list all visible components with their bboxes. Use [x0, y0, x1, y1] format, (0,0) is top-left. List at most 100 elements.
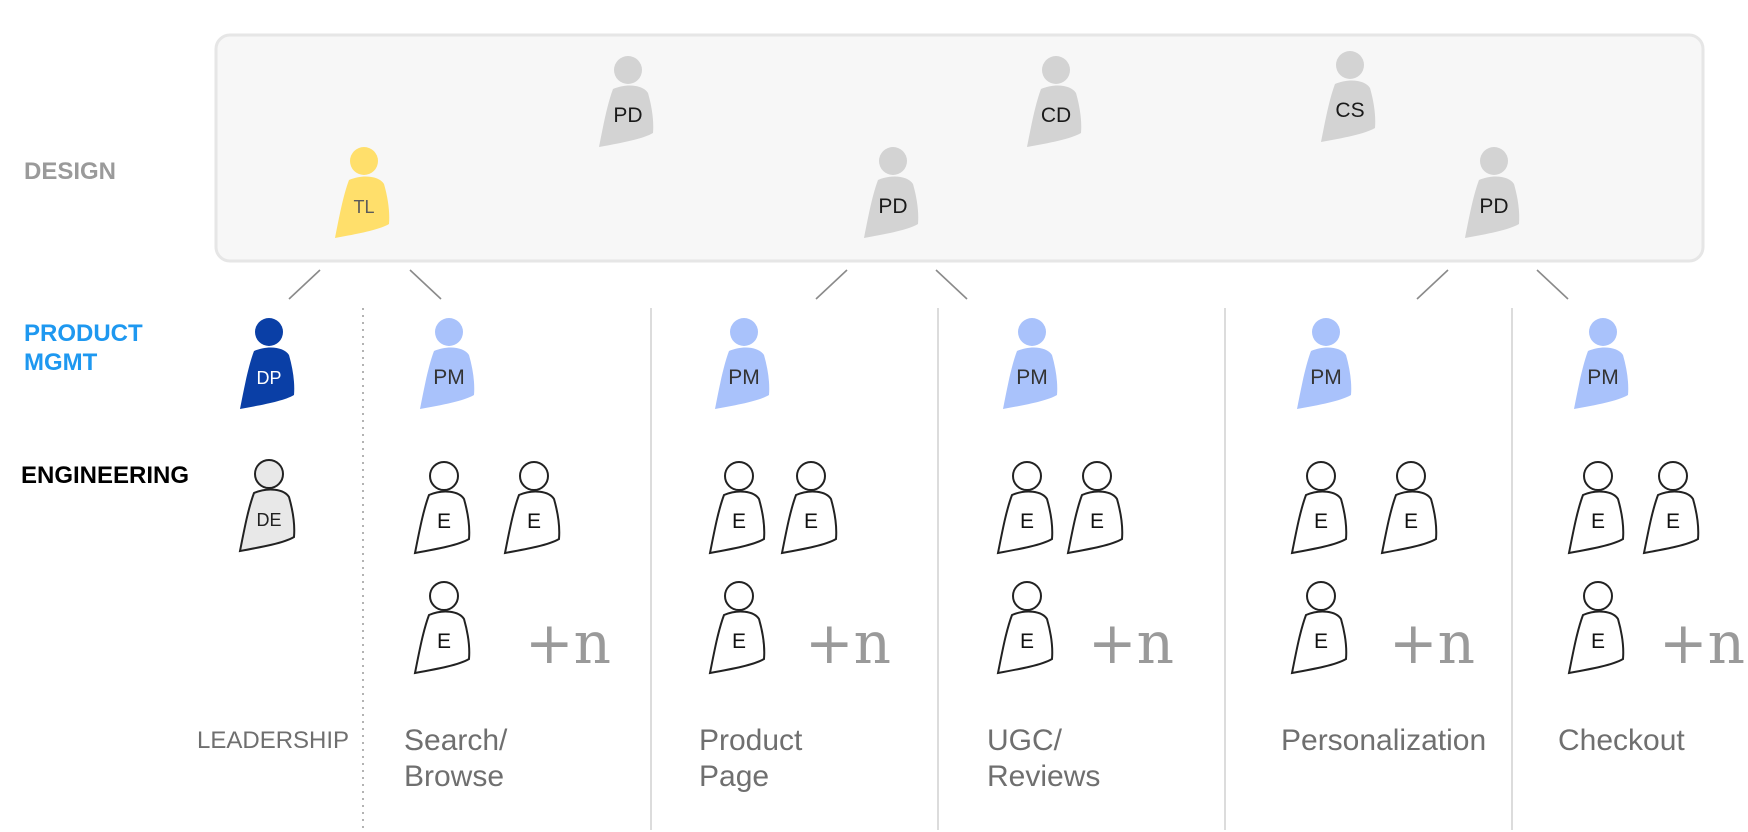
team-name-line1: Product: [699, 724, 803, 757]
person-head: [1306, 581, 1336, 611]
person-head: [254, 459, 284, 489]
engineer-icon: E: [996, 461, 1054, 555]
person-role-label: E: [1020, 510, 1034, 533]
engineer-icon: E: [503, 461, 561, 555]
person-body: [996, 610, 1054, 675]
connector-line: [935, 269, 968, 300]
person-role-label: E: [1090, 510, 1104, 533]
person-body: [1290, 610, 1348, 675]
person-role-label: CS: [1335, 99, 1364, 122]
person-head: [879, 147, 907, 175]
person-role-label: DP: [256, 368, 281, 388]
person-head: [1082, 461, 1112, 491]
director-engineering-icon: DE: [238, 459, 296, 553]
row-label-product-line2: MGMT: [24, 349, 98, 376]
person-head: [255, 318, 283, 346]
engineer-icon: E: [780, 461, 838, 555]
person-role-label: E: [527, 510, 541, 533]
person-body: [240, 347, 295, 409]
designer-pd-icon: PD: [1465, 147, 1520, 238]
team-name-line2: Browse: [404, 760, 504, 793]
row-label-product-line1: PRODUCT: [24, 320, 143, 347]
engineer-icon: E: [413, 461, 471, 555]
person-head: [730, 318, 758, 346]
connector-line: [1536, 269, 1569, 300]
connector-lines: [288, 269, 1569, 300]
person-body: [715, 347, 770, 409]
person-role-label: E: [1020, 630, 1034, 653]
person-body: [708, 490, 766, 555]
connector-line: [288, 269, 321, 300]
person-role-label: PM: [433, 366, 465, 389]
person-role-label: PM: [1310, 366, 1342, 389]
person-role-label: E: [437, 510, 451, 533]
engineer-icon: E: [996, 581, 1054, 675]
team-name-line1: Personalization: [1281, 724, 1486, 757]
person-role-label: E: [804, 510, 818, 533]
engineer-icon: E: [708, 461, 766, 555]
person-body: [780, 490, 838, 555]
designer-pd-icon: PD: [864, 147, 919, 238]
engineer-icon: E: [413, 581, 471, 675]
engineer-icon: E: [1290, 581, 1348, 675]
more-engineers-label: +n: [805, 609, 891, 677]
person-role-label: E: [1591, 630, 1605, 653]
person-body: [1574, 347, 1629, 409]
row-label-engineering: ENGINEERING: [21, 462, 189, 489]
designer-tl-icon: TL: [335, 147, 390, 238]
design-panel: [214, 33, 1705, 263]
person-head: [1042, 56, 1070, 84]
team-name-line2: Page: [699, 760, 769, 793]
person-head: [1018, 318, 1046, 346]
person-role-label: E: [1314, 630, 1328, 653]
person-role-label: E: [1404, 510, 1418, 533]
person-body: [1290, 490, 1348, 555]
person-body: [503, 490, 561, 555]
person-role-label: PD: [613, 104, 642, 127]
person-head: [1589, 318, 1617, 346]
engineer-icon: E: [1066, 461, 1124, 555]
product-manager-icon: PM: [1574, 318, 1629, 409]
person-body: [1297, 347, 1352, 409]
team-name-line1: UGC/: [987, 724, 1063, 757]
person-role-label: PD: [1479, 195, 1508, 218]
person-body: [1567, 490, 1625, 555]
engineer-icon: E: [1380, 461, 1438, 555]
person-role-label: E: [1314, 510, 1328, 533]
person-body: [238, 488, 296, 553]
person-head: [435, 318, 463, 346]
person-role-label: PM: [1587, 366, 1619, 389]
person-role-label: TL: [353, 197, 374, 217]
person-body: [599, 85, 654, 147]
person-body: [420, 347, 475, 409]
person-head: [1480, 147, 1508, 175]
team-name-line1: Checkout: [1558, 724, 1685, 757]
more-engineers-label: +n: [1659, 609, 1745, 677]
person-head: [1012, 581, 1042, 611]
person-body: [413, 490, 471, 555]
person-body: [864, 176, 919, 238]
person-head: [519, 461, 549, 491]
engineer-icon: E: [1567, 461, 1625, 555]
person-role-label: E: [732, 510, 746, 533]
person-role-label: PD: [878, 195, 907, 218]
person-head: [1658, 461, 1688, 491]
person-body: [708, 610, 766, 675]
person-head: [1336, 51, 1364, 79]
team-name-line1: Search/: [404, 724, 508, 757]
product-manager-icon: PM: [1297, 318, 1352, 409]
person-role-label: E: [1666, 510, 1680, 533]
connector-line: [1416, 269, 1449, 300]
person-head: [1306, 461, 1336, 491]
person-role-label: PM: [728, 366, 760, 389]
person-role-label: CD: [1041, 104, 1071, 127]
person-role-label: E: [437, 630, 451, 653]
person-head: [724, 461, 754, 491]
person-body: [335, 176, 390, 238]
